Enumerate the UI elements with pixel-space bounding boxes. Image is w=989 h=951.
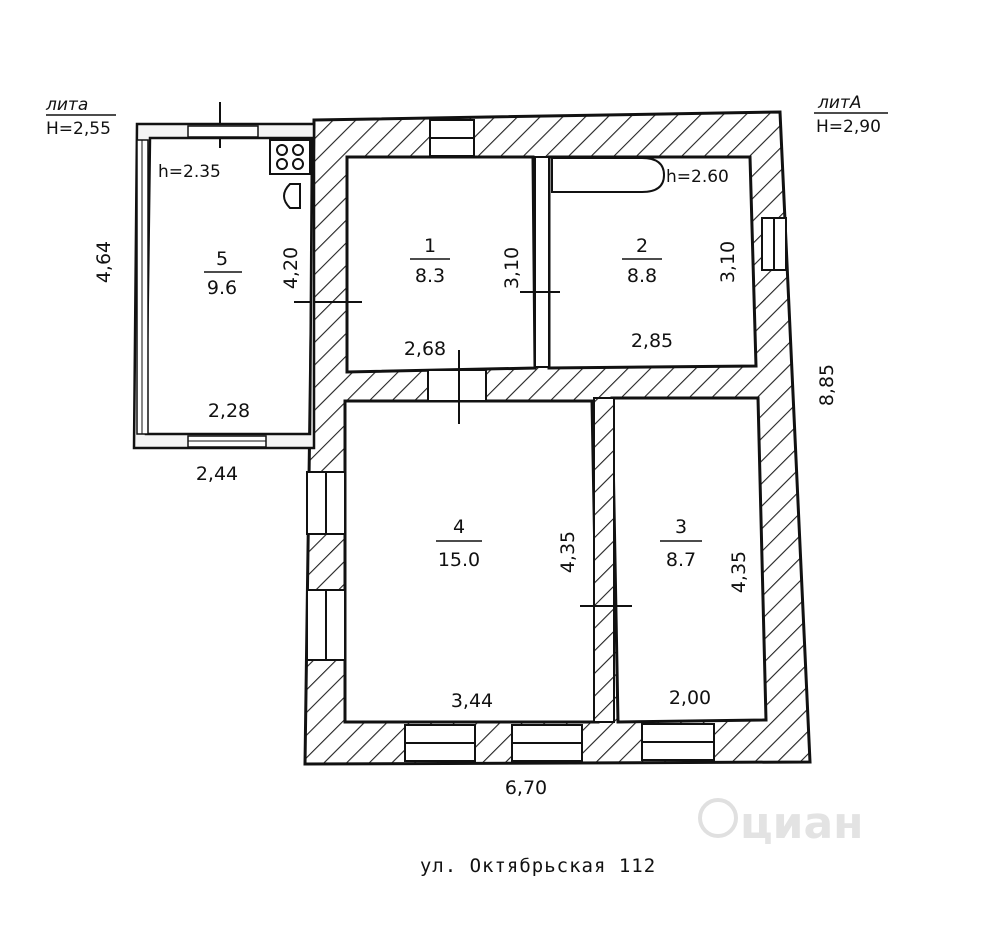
room-3-width: 2,00 [669,687,711,709]
room-3-depth: 4,35 [728,551,750,593]
room-2-area: 8.8 [627,265,657,287]
room-1-number: 1 [424,235,436,257]
main-house-name: литА [817,93,861,113]
outer-dimensions: 4,64 2,44 8,85 6,70 [93,241,838,799]
bathtub-icon [551,157,666,193]
room-4-width: 3,44 [451,690,493,712]
room-5-number: 5 [216,248,228,270]
room-2-depth: 3,10 [717,241,739,283]
room-3: 3 8.7 2,00 4,35 [660,516,750,709]
room-2-ceiling: h=2.60 [666,167,729,187]
room-3-area: 8.7 [666,549,696,571]
room-1-width: 2,68 [404,338,446,360]
annexe-window-top [187,125,259,138]
partition-4-3 [593,397,615,723]
room-5-area: 9.6 [207,277,237,299]
main-house-height: H=2,90 [816,117,881,137]
room-4-depth: 4,35 [557,531,579,573]
room-2-number: 2 [636,235,648,257]
house-width-dimension: 6,70 [505,777,547,799]
house-depth-dimension: 8,85 [816,364,838,406]
annexe-name: лита [45,95,88,115]
annexe-width-dimension: 2,44 [196,463,238,485]
room-5: h=2.35 5 9.6 2,28 4,20 [158,162,302,422]
watermark: циан [698,798,864,849]
room-2-width: 2,85 [631,330,673,352]
annexe-depth-dimension: 4,64 [93,241,115,283]
annexe-height: H=2,55 [46,119,111,139]
sink-icon [283,183,301,209]
annexe-header: лита H=2,55 [45,95,116,139]
room-2: h=2.60 2 8.8 2,85 3,10 [622,167,739,352]
room-4-number: 4 [453,516,465,538]
main-house-header: литА H=2,90 [814,93,888,137]
room-5-ceiling: h=2.35 [158,162,221,182]
room-5-width: 2,28 [208,400,250,422]
room-4: 4 15.0 3,44 4,35 [436,516,579,712]
watermark-text: циан [740,798,864,849]
annexe-walls [132,122,316,450]
windows [306,119,787,762]
main-house-wall-hatch [303,110,812,766]
partition-1-2 [534,156,550,368]
stove-icon [269,139,311,175]
main-house-walls [303,110,812,766]
partitions [534,156,615,723]
room-1: 1 8.3 2,68 3,10 [404,235,523,360]
room-1-area: 8.3 [415,265,445,287]
watermark-logo-icon [698,798,738,838]
room-1-depth: 3,10 [501,247,523,289]
room-3-number: 3 [675,516,687,538]
address-label: ул. Октябрьская 112 [420,855,656,877]
doorway-corridor [427,369,487,402]
door-marks [219,102,632,607]
room-4-area: 15.0 [438,549,480,571]
room-5-depth: 4,20 [280,247,302,289]
